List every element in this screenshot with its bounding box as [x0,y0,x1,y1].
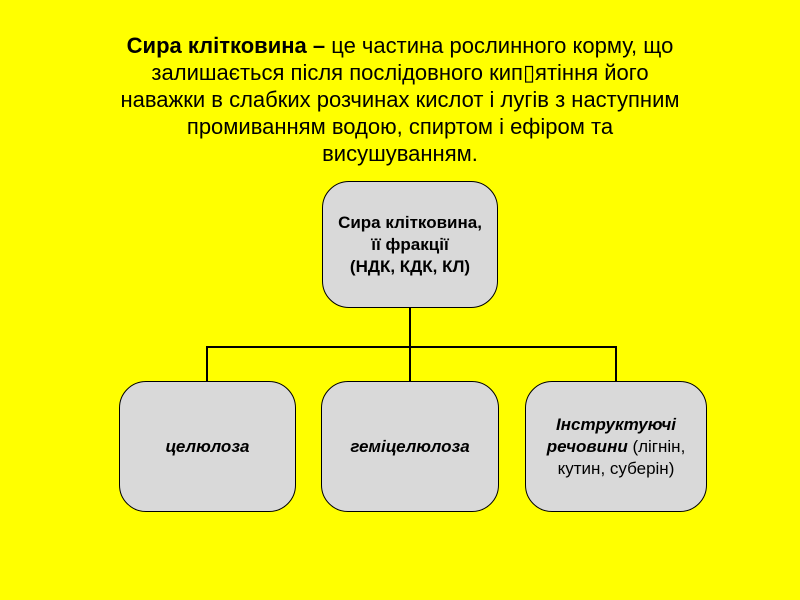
connector-drop-right [615,346,617,382]
title-line-text: це частина рослинного корму, що [331,33,674,58]
slide-title: Сира клітковина – це частина рослинного … [50,32,750,167]
root-label-line: її фракції [371,234,449,254]
node-label-emphasis: Інструктуючі речовини [546,414,676,456]
node-label: Інструктуючі речовини (лігнін, кутин, су… [539,414,693,480]
title-line: промиванням водою, спиртом і ефіром та [186,114,614,139]
diagram-node-cellulose: целюлоза [119,381,296,512]
node-label: геміцелюлоза [350,436,469,458]
connector-root-stem [409,306,411,348]
connector-horizontal-bar [206,346,617,348]
title-line: висушуванням. [322,141,478,166]
diagram-node-hemicellulose: геміцелюлоза [321,381,499,512]
title-line: Сира клітковина – це частина рослинного … [50,32,750,59]
root-label-line: Сира клітковина, [338,212,482,232]
node-label-emphasis: целюлоза [165,436,250,456]
node-label-emphasis: геміцелюлоза [350,436,470,456]
title-line: залишається після послідовного кип▯ятінн… [151,60,649,85]
node-label-regular: (лігнін, кутин, суберін) [557,436,686,478]
diagram-node-root: Сира клітковина, її фракції (НДК, КДК, К… [322,181,498,308]
connector-drop-middle [409,346,411,382]
root-node-label: Сира клітковина, її фракції (НДК, КДК, К… [338,212,482,278]
connector-drop-left [206,346,208,382]
node-label: целюлоза [166,436,250,458]
root-label-line: (НДК, КДК, КЛ) [349,256,471,276]
diagram-node-incrusting-substances: Інструктуючі речовини (лігнін, кутин, су… [525,381,707,512]
title-line: наважки в слабких розчинах кислот і лугі… [120,87,680,112]
title-lead-bold: Сира клітковина – [126,33,326,58]
